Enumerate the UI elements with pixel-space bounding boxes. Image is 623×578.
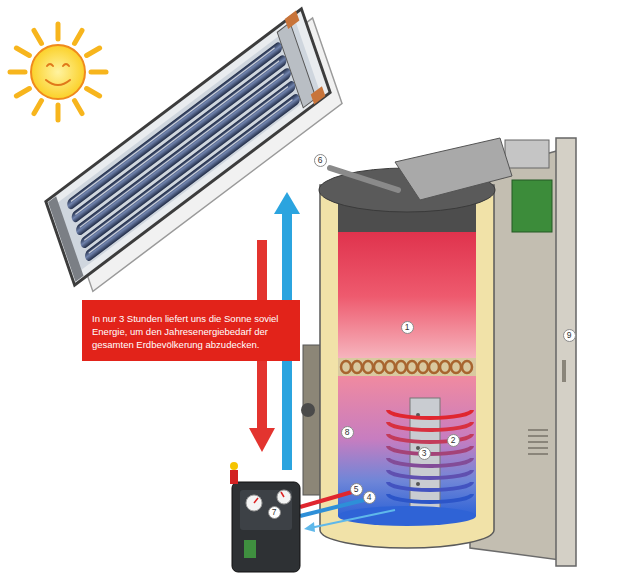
stratified-zone bbox=[338, 376, 476, 516]
side-knob bbox=[301, 403, 315, 417]
sun-drawing bbox=[10, 24, 106, 120]
circuit-board bbox=[512, 180, 552, 232]
sun-ray bbox=[87, 89, 100, 97]
gauge-needle bbox=[281, 492, 284, 497]
callout-number: 1 bbox=[401, 321, 414, 334]
return-flow-head bbox=[304, 522, 315, 532]
heat-exchanger-band bbox=[338, 358, 476, 376]
solar-collector bbox=[45, 2, 342, 301]
callout-number: 6 bbox=[314, 154, 327, 167]
tube-highlight bbox=[71, 48, 292, 253]
solar-coil bbox=[388, 410, 472, 502]
sun-ray bbox=[56, 24, 61, 39]
lid-cutaway bbox=[395, 138, 512, 200]
callout-number: 7 bbox=[268, 506, 281, 519]
copper-fitting bbox=[311, 86, 326, 104]
return-flow-line bbox=[310, 510, 395, 528]
sun-ray bbox=[91, 70, 106, 75]
collector-end-cap bbox=[48, 196, 83, 282]
valve bbox=[230, 470, 238, 484]
front-panel bbox=[556, 138, 576, 566]
collector-glass bbox=[57, 23, 320, 271]
valve-knob bbox=[230, 462, 238, 470]
sun-ray bbox=[16, 89, 29, 97]
sun-ray bbox=[56, 105, 61, 120]
sun-ray bbox=[10, 70, 25, 75]
controller-box bbox=[505, 140, 549, 168]
upper-coil bbox=[341, 361, 472, 373]
note-box: In nur 3 Stunden liefert uns die Sonne s… bbox=[82, 300, 300, 361]
gauge-needle bbox=[254, 498, 258, 503]
pressure-gauge bbox=[246, 495, 262, 511]
callout-number: 5 bbox=[350, 483, 363, 496]
note-text: In nur 3 Stunden liefert uns die Sonne s… bbox=[92, 312, 282, 351]
sun-ray bbox=[75, 30, 83, 43]
sun-disc bbox=[31, 45, 85, 99]
panel-handle bbox=[562, 360, 566, 382]
sun-ray bbox=[16, 48, 29, 56]
pump-station bbox=[232, 482, 300, 572]
tank-bottom bbox=[338, 506, 476, 526]
pump-indicator bbox=[244, 540, 256, 558]
pump-front bbox=[240, 490, 292, 530]
top-pipe bbox=[330, 168, 398, 190]
temperature-gauge bbox=[277, 490, 291, 504]
sun-ray bbox=[34, 101, 42, 114]
sun-ray bbox=[34, 30, 42, 43]
collector-header bbox=[277, 23, 316, 108]
sun-ray bbox=[87, 48, 100, 56]
return-pipe bbox=[300, 500, 364, 516]
callout-number: 3 bbox=[418, 447, 431, 460]
cold-flow-arrowhead bbox=[274, 192, 300, 214]
copper-fitting bbox=[285, 11, 300, 29]
tube-holes bbox=[416, 413, 434, 486]
callout-number: 4 bbox=[363, 491, 376, 504]
callout-number: 9 bbox=[563, 329, 576, 342]
callout-number: 8 bbox=[341, 426, 354, 439]
callout-number: 2 bbox=[447, 434, 460, 447]
housing-vents bbox=[528, 430, 548, 454]
sun-face bbox=[46, 64, 70, 85]
sun-ray bbox=[75, 101, 83, 114]
hot-water-zone bbox=[338, 200, 476, 360]
hot-flow-arrowhead bbox=[249, 428, 275, 452]
